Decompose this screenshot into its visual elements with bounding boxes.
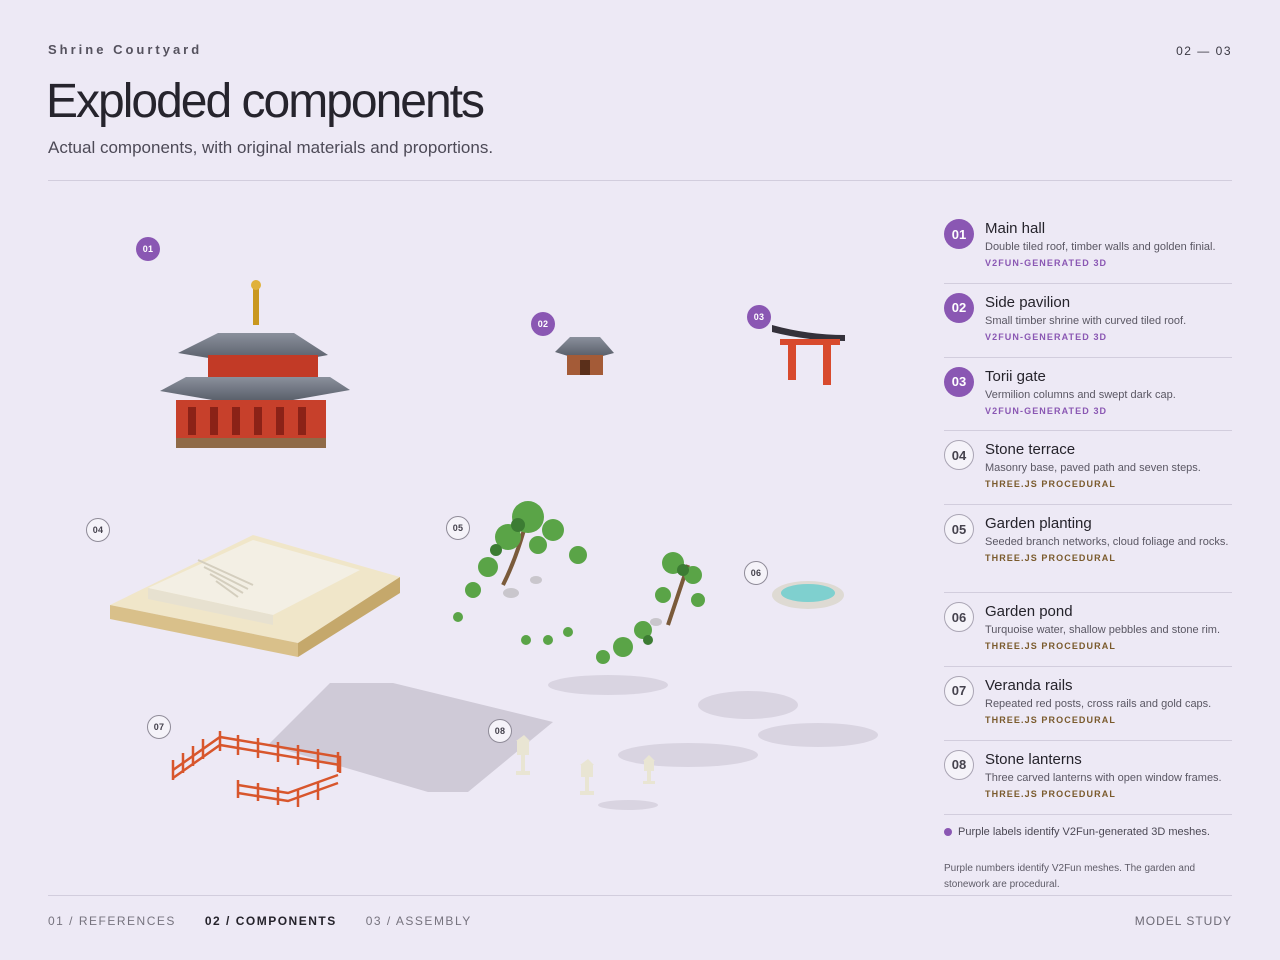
main-hall-model bbox=[160, 280, 350, 448]
garden-shadow bbox=[548, 675, 878, 810]
page-title: Exploded components bbox=[46, 75, 485, 128]
footnote: Purple numbers identify V2Fun meshes. Th… bbox=[944, 863, 1196, 890]
nav-assembly[interactable]: 03 / ASSEMBLY bbox=[365, 914, 472, 928]
legend-item-main-hall[interactable]: 01 Main hall Double tiled roof, timber w… bbox=[944, 210, 1232, 284]
scene-marker-side-pavilion[interactable]: 02 bbox=[531, 312, 555, 336]
purple-dot-icon bbox=[944, 828, 952, 836]
page-count: 02 — 03 bbox=[1176, 44, 1232, 58]
scene-illustration bbox=[110, 280, 878, 810]
source-tag: V2FUN-GENERATED 3D bbox=[985, 405, 1108, 416]
component-name: Stone terrace bbox=[985, 441, 1076, 459]
legend-note: Purple labels identify V2Fun-generated 3… bbox=[944, 826, 1210, 838]
scene-marker-main-hall[interactable]: 01 bbox=[136, 237, 160, 261]
component-name: Main hall bbox=[985, 220, 1046, 237]
legend-item-stone-terrace[interactable]: 04 Stone terrace Masonry base, paved pat… bbox=[944, 431, 1232, 506]
garden-pond-model bbox=[772, 581, 844, 609]
scene-marker-stone-lanterns[interactable]: 08 bbox=[488, 719, 512, 743]
veranda-rails-model bbox=[171, 731, 342, 807]
scene-marker-garden-planting[interactable]: 05 bbox=[446, 516, 470, 540]
component-description: Vermilion columns and swept dark cap. bbox=[985, 388, 1176, 401]
scene-marker-veranda-rails[interactable]: 07 bbox=[147, 715, 171, 739]
component-name: Torii gate bbox=[985, 367, 1046, 385]
scene-marker-garden-pond[interactable]: 06 bbox=[744, 561, 768, 585]
legend-number: 03 bbox=[944, 366, 974, 397]
component-description: Seeded branch networks, cloud foliage an… bbox=[985, 536, 1229, 549]
section-nav: 01 / REFERENCES 02 / COMPONENTS 03 / ASS… bbox=[48, 914, 501, 928]
legend-item-veranda-rails[interactable]: 07 Veranda rails Repeated red posts, cro… bbox=[944, 667, 1232, 741]
nav-references[interactable]: 01 / REFERENCES bbox=[48, 914, 176, 928]
legend-number: 08 bbox=[944, 749, 974, 780]
source-tag: V2FUN-GENERATED 3D bbox=[985, 331, 1108, 342]
legend-item-garden-planting[interactable]: 05 Garden planting Seeded branch network… bbox=[944, 505, 1232, 594]
component-description: Double tiled roof, timber walls and gold… bbox=[985, 241, 1216, 253]
legend-number: 04 bbox=[944, 440, 974, 471]
header-divider bbox=[48, 180, 1232, 181]
project-eyebrow: Shrine Courtyard bbox=[48, 42, 203, 57]
source-tag: V2FUN-GENERATED 3D bbox=[985, 258, 1108, 268]
source-tag: THREE.JS PROCEDURAL bbox=[985, 479, 1116, 490]
source-tag: THREE.JS PROCEDURAL bbox=[985, 641, 1116, 652]
component-name: Garden planting bbox=[985, 515, 1092, 533]
component-legend: 01 Main hall Double tiled roof, timber w… bbox=[944, 210, 1232, 815]
component-name: Side pavilion bbox=[985, 293, 1071, 311]
footer-label: MODEL STUDY bbox=[1134, 914, 1232, 928]
legend-number: 02 bbox=[944, 292, 974, 323]
legend-item-stone-lanterns[interactable]: 08 Stone lanterns Three carved lanterns … bbox=[944, 741, 1232, 815]
component-description: Three carved lanterns with open window f… bbox=[985, 771, 1222, 784]
component-name: Stone lanterns bbox=[985, 750, 1082, 768]
component-name: Garden pond bbox=[985, 603, 1073, 621]
legend-note-text: Purple labels identify V2Fun-generated 3… bbox=[958, 826, 1210, 838]
legend-item-side-pavilion[interactable]: 02 Side pavilion Small timber shrine wit… bbox=[944, 284, 1232, 358]
terrace-shadow bbox=[268, 683, 553, 792]
exploded-scene: 01 02 03 04 05 06 07 08 bbox=[48, 195, 928, 885]
legend-number: 06 bbox=[944, 602, 974, 633]
garden-planting-model bbox=[453, 501, 705, 664]
component-description: Masonry base, paved path and seven steps… bbox=[985, 462, 1201, 475]
legend-item-torii-gate[interactable]: 03 Torii gate Vermilion columns and swep… bbox=[944, 358, 1232, 432]
scene-marker-stone-terrace[interactable]: 04 bbox=[86, 518, 110, 542]
legend-number: 05 bbox=[944, 514, 974, 545]
legend-number: 01 bbox=[944, 219, 974, 249]
source-tag: THREE.JS PROCEDURAL bbox=[985, 788, 1116, 799]
nav-components[interactable]: 02 / COMPONENTS bbox=[204, 914, 337, 928]
page-subtitle: Actual components, with original materia… bbox=[48, 138, 494, 157]
footer-divider bbox=[48, 895, 1232, 896]
component-description: Small timber shrine with curved tiled ro… bbox=[985, 314, 1187, 327]
torii-gate-model bbox=[772, 325, 845, 385]
component-description: Repeated red posts, cross rails and gold… bbox=[985, 697, 1212, 710]
legend-item-garden-pond[interactable]: 06 Garden pond Turquoise water, shallow … bbox=[944, 593, 1232, 667]
legend-number: 07 bbox=[944, 675, 974, 706]
component-name: Veranda rails bbox=[985, 676, 1073, 694]
stone-terrace-model bbox=[110, 535, 400, 657]
scene-marker-torii-gate[interactable]: 03 bbox=[747, 305, 771, 329]
component-description: Turquoise water, shallow pebbles and sto… bbox=[985, 624, 1220, 637]
source-tag: THREE.JS PROCEDURAL bbox=[985, 553, 1116, 564]
stone-lanterns-model bbox=[516, 735, 655, 795]
source-tag: THREE.JS PROCEDURAL bbox=[985, 714, 1116, 725]
side-pavilion-model bbox=[555, 337, 614, 375]
